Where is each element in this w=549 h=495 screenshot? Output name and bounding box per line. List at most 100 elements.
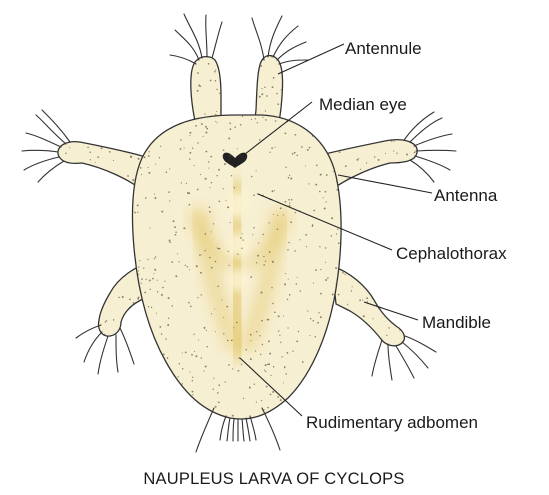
speckle-dot (257, 255, 259, 257)
speckle-dot (260, 65, 262, 67)
speckle-dot (140, 167, 142, 169)
speckle-dot (182, 352, 183, 353)
speckle-dot (240, 124, 242, 126)
speckle-dot (278, 330, 280, 332)
speckle-dot (291, 199, 293, 201)
speckle-dot (327, 277, 329, 279)
speckle-dot (305, 166, 306, 167)
speckle-dot (261, 292, 263, 294)
speckle-dot (265, 371, 266, 372)
speckle-dot (148, 155, 150, 157)
speckle-dot (159, 157, 160, 158)
speckle-dot (352, 286, 353, 287)
speckle-dot (167, 324, 169, 326)
speckle-dot (249, 387, 251, 389)
speckle-dot (285, 373, 287, 375)
speckle-dot (200, 85, 202, 87)
speckle-dot (168, 191, 170, 193)
speckle-dot (194, 165, 195, 166)
speckle-dot (232, 415, 234, 417)
speckle-dot (285, 167, 286, 168)
speckle-dot (137, 212, 138, 213)
speckle-dot (141, 283, 142, 284)
label-mandible: Mandible (422, 313, 491, 332)
speckle-dot (189, 132, 191, 134)
speckle-dot (228, 137, 230, 139)
speckle-dot (185, 265, 186, 266)
speckle-dot (265, 364, 267, 366)
speckle-dot (258, 243, 259, 244)
speckle-dot (143, 268, 144, 269)
speckle-dot (97, 156, 99, 158)
speckle-dot (164, 281, 165, 282)
speckle-dot (308, 183, 309, 184)
speckle-dot (104, 334, 106, 336)
speckle-dot (250, 358, 252, 360)
speckle-dot (89, 151, 90, 152)
speckle-dot (242, 233, 243, 234)
speckle-dot (225, 200, 226, 201)
speckle-dot (174, 226, 176, 228)
speckle-dot (261, 320, 263, 322)
speckle-dot (113, 319, 115, 321)
speckle-dot (146, 279, 147, 280)
speckle-dot (339, 151, 341, 153)
speckle-dot (196, 265, 198, 267)
speckle-dot (217, 247, 218, 248)
speckle-dot (175, 275, 177, 277)
speckle-dot (386, 335, 387, 336)
speckle-dot (199, 254, 200, 255)
speckle-dot (250, 334, 252, 336)
speckle-dot (255, 118, 256, 119)
speckle-dot (374, 156, 375, 157)
speckle-dot (214, 71, 216, 73)
speckle-dot (315, 336, 317, 338)
speckle-dot (263, 409, 264, 410)
speckle-dot (156, 313, 157, 314)
speckle-dot (393, 150, 394, 151)
speckle-dot (272, 303, 273, 304)
speckle-dot (228, 251, 229, 252)
speckle-dot (287, 327, 288, 328)
speckle-dot (324, 208, 326, 210)
label-antenna: Antenna (434, 186, 498, 205)
speckle-dot (280, 207, 282, 209)
speckle-dot (177, 376, 178, 377)
speckle-dot (250, 276, 252, 278)
speckle-dot (109, 151, 111, 153)
speckle-dot (266, 95, 268, 97)
speckle-dot (101, 147, 103, 149)
speckle-dot (316, 165, 318, 167)
speckle-dot (406, 154, 408, 156)
speckle-dot (211, 231, 212, 232)
speckle-dot (165, 338, 166, 339)
mandible-right-bristles (372, 336, 436, 380)
speckle-dot (245, 349, 247, 351)
speckle-dot (219, 92, 221, 94)
speckle-dot (209, 211, 211, 213)
speckle-dot (148, 306, 149, 307)
speckle-dot (137, 204, 139, 206)
speckle-dot (189, 204, 191, 206)
speckle-dot (141, 174, 142, 175)
speckle-dot (186, 183, 187, 184)
speckle-dot (192, 377, 193, 378)
speckle-dot (347, 178, 349, 180)
speckle-dot (307, 149, 309, 151)
speckle-dot (231, 175, 232, 176)
speckle-dot (263, 256, 264, 257)
speckle-dot (263, 264, 265, 266)
speckle-dot (288, 199, 290, 201)
speckle-dot (232, 368, 233, 369)
speckle-dot (270, 375, 271, 376)
speckle-dot (268, 340, 270, 342)
speckle-dot (335, 267, 337, 269)
antennule-left-bristles (170, 14, 222, 64)
speckle-dot (182, 368, 183, 369)
speckle-dot (209, 257, 211, 259)
speckle-dot (331, 217, 333, 219)
speckle-dot (185, 352, 187, 354)
speckle-dot (233, 327, 234, 328)
speckle-dot (211, 267, 213, 269)
speckle-dot (190, 306, 192, 308)
